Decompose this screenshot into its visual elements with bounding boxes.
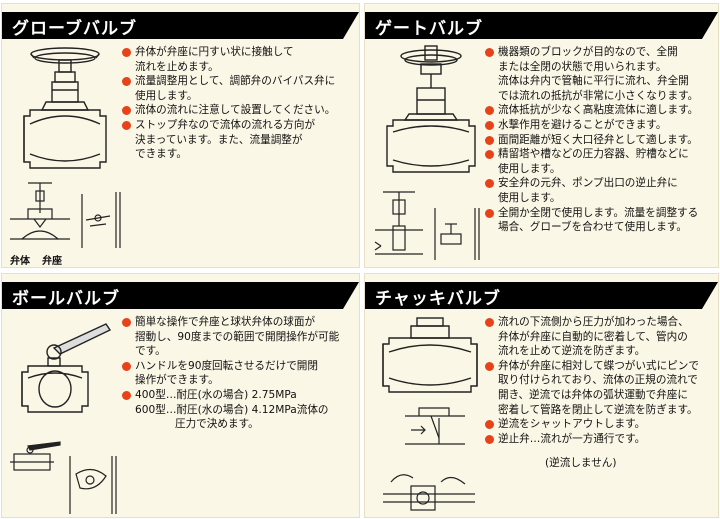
globe-valve-section-diagram	[10, 182, 70, 240]
globe-valve-title: グローブバルブ	[12, 19, 137, 39]
list-item: 流量調整用として、調節弁のバイパス弁に 使用します。	[122, 74, 335, 103]
list-item: 全開か全閉で使用します。流量を調整する 場合、グローブを合わせて使用します。	[485, 206, 698, 235]
check-valve-panel: チャッキバルブ 流れの下	[364, 273, 719, 518]
bullet-marker-icon	[122, 48, 131, 57]
gate-valve-features: 機器類のブロックが目的なので、全開 または全閉の状態で用いられます。 流体は弁内…	[485, 45, 698, 235]
bullet-marker-icon	[485, 434, 494, 444]
list-item: 精留塔や槽などの圧力容器、貯槽などに 使用します。	[485, 147, 698, 176]
bullet-marker-icon	[122, 361, 131, 371]
list-item: 弁体が弁座に相対して蝶つがい式にピンで 取り付けられており、流体の正規の流れで …	[485, 359, 699, 417]
bullet-marker-icon	[122, 120, 131, 130]
list-item: 逆止弁…流れが一方通行です。	[485, 432, 699, 447]
ball-valve-installation-diagram	[69, 456, 117, 514]
list-item: 流体抵抗が少なく高粘度流体に適します。	[485, 103, 698, 118]
ball-valve-title: ボールバルブ	[12, 289, 120, 309]
bullet-marker-icon	[485, 120, 494, 130]
globe-valve-illustration	[23, 47, 107, 169]
list-item: 簡単な操作で弁座と球状弁体の球面が 摺動し、90度までの範囲で開閉操作が可能 で…	[122, 315, 339, 359]
gate-valve-illustration	[386, 45, 476, 173]
list-item: 弁体が弁座に円すい状に接触して 流れを止めます。	[122, 45, 335, 74]
bullet-marker-icon	[122, 77, 131, 87]
check-valve-title: チャッキバルブ	[375, 289, 501, 309]
bullet-marker-icon	[485, 106, 494, 116]
check-valve-illustration	[382, 317, 478, 393]
gate-valve-section-diagram	[374, 191, 423, 255]
bullet-marker-icon	[485, 179, 494, 189]
bullet-marker-icon	[485, 208, 494, 218]
bullet-marker-icon	[122, 106, 131, 116]
globe-valve-title-bar: グローブバルブ	[2, 12, 359, 39]
bullet-marker-icon	[485, 318, 494, 327]
bullet-marker-icon	[485, 361, 494, 371]
valve-seat-label: 弁座	[42, 256, 62, 267]
list-item: 流体の流れに注意して設置してください。	[122, 103, 335, 118]
list-item: 400型…耐圧(水の場合) 2.75MPa 600型…耐圧(水の場合) 4.12…	[122, 388, 339, 432]
list-item: ストップ弁なので流体の流れる方向が 決まっています。また、流量調整が できます。	[122, 118, 335, 162]
list-item: 安全弁の元弁、ポンプ出口の逆止弁に 使用します。	[485, 176, 698, 205]
bullet-marker-icon	[122, 390, 131, 400]
check-valve-section-diagram	[405, 407, 465, 445]
bullet-marker-icon	[122, 318, 131, 327]
globe-valve-panel: グローブバルブ 弁体 弁座	[1, 3, 360, 268]
gate-valve-installation-diagram	[434, 208, 480, 260]
ball-valve-panel: ボールバルブ 簡単な操作で弁座と球状弁	[1, 273, 360, 518]
gate-valve-title-bar: ゲートバルブ	[365, 12, 718, 39]
bullet-marker-icon	[485, 150, 494, 160]
bullet-marker-icon	[485, 420, 494, 430]
gate-valve-title: ゲートバルブ	[375, 19, 483, 39]
globe-valve-features: 弁体が弁座に円すい状に接触して 流れを止めます。 流量調整用として、調節弁のバイ…	[122, 45, 335, 162]
globe-valve-installation-diagram	[81, 192, 121, 248]
ball-valve-title-bar: ボールバルブ	[2, 282, 359, 309]
list-item: 水撃作用を避けることができます。	[485, 118, 698, 133]
ball-valve-small-diagram	[10, 441, 61, 471]
ball-valve-features: 簡単な操作で弁座と球状弁体の球面が 摺動し、90度までの範囲で開閉操作が可能 で…	[122, 315, 339, 432]
bullet-marker-icon	[485, 135, 494, 145]
list-item: 流れの下流側から圧力が加わった場合、 弁体が弁座に自動的に密着して、管内の 流れ…	[485, 315, 699, 359]
list-item: ハンドルを90度回転させるだけで開閉 操作ができます。	[122, 359, 339, 388]
check-valve-features: 流れの下流側から圧力が加わった場合、 弁体が弁座に自動的に密着して、管内の 流れ…	[485, 315, 699, 446]
ball-valve-illustration	[21, 323, 112, 413]
list-item: 逆流をシャットアウトします。	[485, 417, 699, 432]
list-item: 機器類のブロックが目的なので、全開 または全閉の状態で用いられます。 流体は弁内…	[485, 45, 698, 103]
check-valve-note: (逆流しません)	[545, 457, 617, 469]
list-item: 面間距離が短く大口径弁として適します。	[485, 133, 698, 148]
gate-valve-panel: ゲートバルブ	[364, 3, 719, 268]
valve-body-label: 弁体	[10, 256, 30, 267]
check-valve-title-bar: チャッキバルブ	[365, 282, 718, 309]
bullet-marker-icon	[485, 48, 494, 57]
check-valve-installation-diagram	[383, 474, 475, 511]
